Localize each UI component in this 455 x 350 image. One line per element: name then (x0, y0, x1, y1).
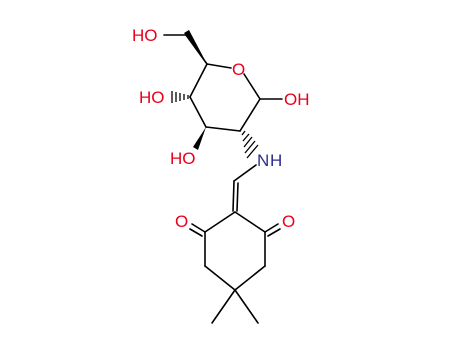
bond-c1d-o-2 (189, 228, 203, 237)
enamine-linker (232, 164, 257, 212)
bond-c5-o-ring (206, 63, 232, 69)
sugar-ring (163, 30, 283, 159)
bond-c4-c5 (189, 63, 208, 98)
label-ketone-right-o: O (282, 212, 295, 231)
dimedone-ring (189, 211, 281, 324)
label-ring-o: O (232, 60, 245, 79)
bond-c3d-o-2 (267, 228, 281, 237)
bond-c5d-me2 (234, 289, 259, 324)
bond-c2-c3 (205, 126, 241, 132)
label-ketone-left-o: O (175, 212, 188, 231)
bond-o-ring-c1 (243, 73, 261, 100)
wedge-c5-c6 (184, 30, 207, 64)
label-ch2oh-ho: HO (132, 26, 158, 45)
bond-c2d-c3d (234, 211, 266, 233)
label-c4-ho: HO (139, 88, 165, 107)
label-anomeric-oh: OH (284, 90, 310, 109)
bond-ch-c-double-2 (236, 182, 239, 212)
hash-c2-n (241, 130, 259, 159)
label-amine-n: N (257, 151, 269, 170)
wedge-c3-oh (193, 127, 206, 150)
bond-ch-c-double-1 (232, 180, 235, 212)
bond-c2d-c1d (204, 211, 236, 233)
bond-c3-c4 (189, 96, 207, 128)
label-amine-h: H (270, 151, 282, 170)
label-c3-ho: HO (170, 149, 196, 168)
atom-labels: HO O OH HO HO N H O O (132, 26, 310, 231)
bond-c4d-c5d (234, 265, 266, 291)
bond-c6d-c5d (204, 265, 236, 291)
bond-c5d-me1 (211, 289, 236, 324)
bond-c1-c2 (239, 98, 261, 132)
bond-c3d-o-1 (264, 223, 279, 233)
hash-c4-oh (171, 91, 189, 103)
bond-c1d-o-1 (191, 223, 206, 233)
bond-n-ch (233, 164, 257, 182)
